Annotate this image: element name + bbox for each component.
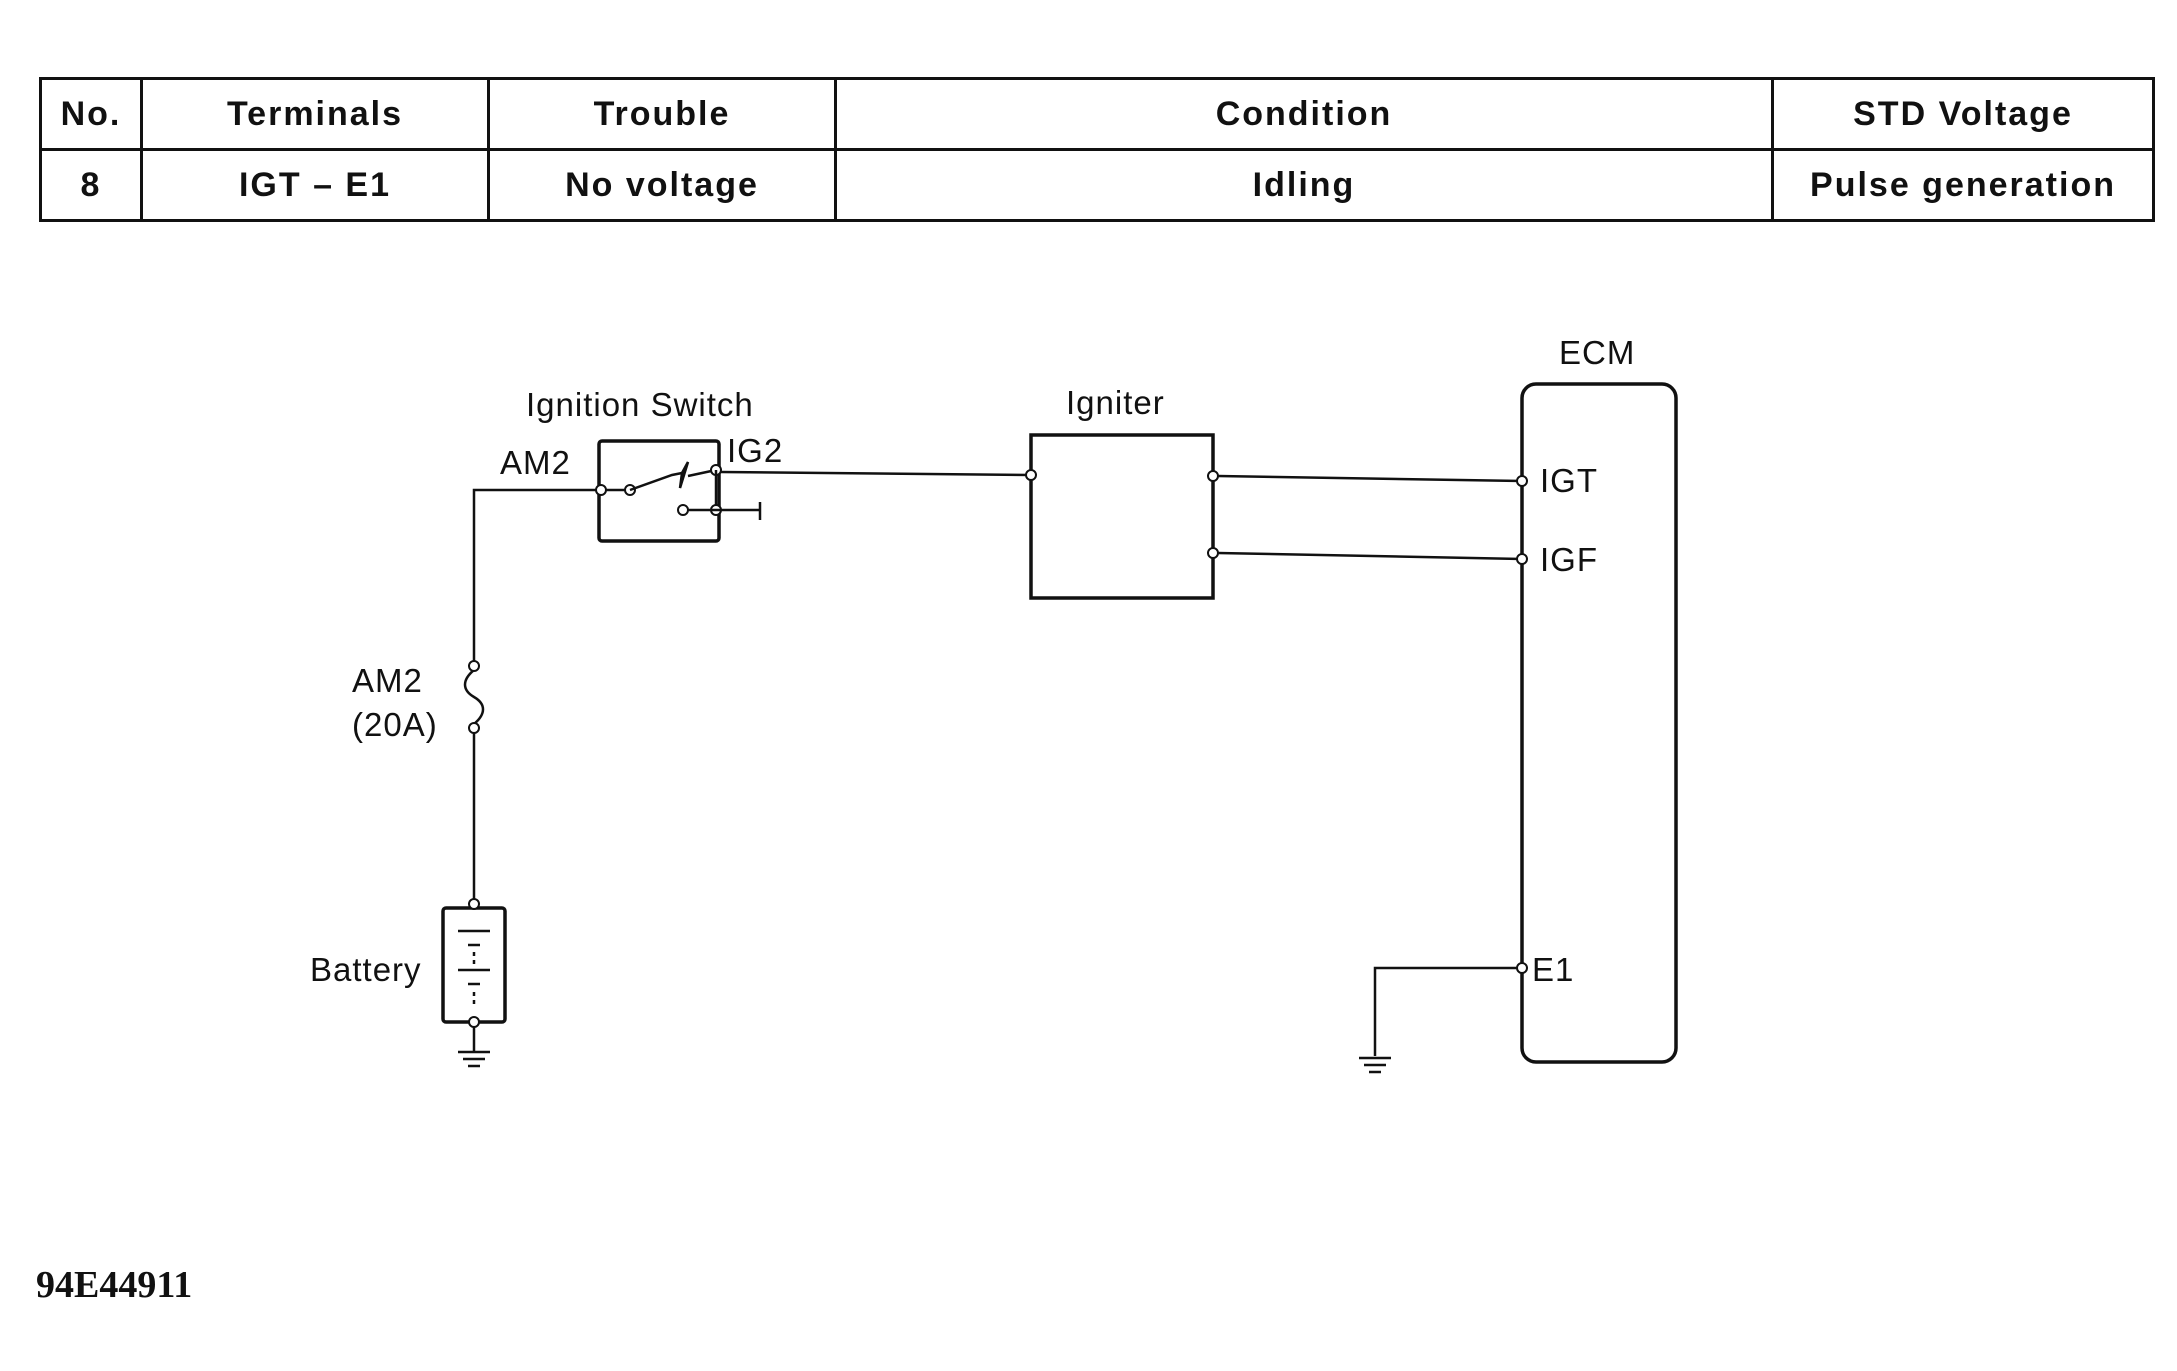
terminal-igt	[1516, 475, 1528, 487]
terminal-battery-positive	[468, 898, 480, 910]
header-std-voltage: STD Voltage	[1771, 77, 2155, 151]
cell-std-voltage: Pulse generation	[1771, 148, 2155, 222]
wire-e1-ground	[1373, 966, 1517, 1056]
ecm	[1516, 382, 1678, 1064]
wire-igt	[1217, 474, 1523, 483]
cell-trouble: No voltage	[487, 148, 837, 222]
header-trouble: Trouble	[487, 77, 837, 151]
wire-ig2-igniter	[720, 470, 1032, 477]
battery-box	[441, 906, 507, 1024]
battery-label: Battery	[310, 951, 422, 988]
terminal-e1-label: E1	[1532, 951, 1574, 988]
terminal-ig2-label: IG2	[727, 432, 783, 469]
fuse-am2	[463, 660, 485, 734]
ignition-switch-label: Ignition Switch	[526, 386, 754, 423]
ecm-box	[1520, 382, 1678, 1064]
table-header-row: No. Terminals Trouble Condition STD Volt…	[39, 77, 2155, 151]
ground-symbol-battery	[458, 1022, 490, 1068]
figure-id: 94E44911	[36, 1264, 192, 1306]
cell-no: 8	[39, 148, 143, 222]
terminal-igt-label: IGT	[1540, 462, 1598, 499]
igniter	[1025, 433, 1219, 600]
spec-table: No. Terminals Trouble Condition STD Volt…	[39, 77, 2155, 222]
ignition-switch	[595, 439, 762, 543]
terminal-am2	[595, 484, 607, 496]
terminal-am2-label: AM2	[500, 444, 571, 481]
fuse-name-label: AM2	[352, 662, 423, 699]
header-no: No.	[39, 77, 143, 151]
ecm-label: ECM	[1559, 334, 1635, 371]
igniter-box	[1029, 433, 1215, 600]
fuse-rating-label: (20A)	[352, 706, 438, 743]
header-terminals: Terminals	[140, 77, 490, 151]
terminal-battery-negative	[468, 1016, 480, 1028]
wire-fuse-ignition-switch	[472, 488, 601, 662]
terminal-igf	[1516, 553, 1528, 565]
igniter-label: Igniter	[1066, 384, 1165, 421]
battery	[441, 906, 507, 1024]
cell-condition: Idling	[834, 148, 1774, 222]
table-row: 8 IGT – E1 No voltage Idling Pulse gener…	[39, 148, 2155, 222]
cell-terminals: IGT – E1	[140, 148, 490, 222]
terminal-e1	[1516, 962, 1528, 974]
ground-symbol-ecm	[1359, 1056, 1391, 1074]
header-condition: Condition	[834, 77, 1774, 151]
wire-igf	[1217, 551, 1523, 561]
terminal-igf-label: IGF	[1540, 541, 1598, 578]
